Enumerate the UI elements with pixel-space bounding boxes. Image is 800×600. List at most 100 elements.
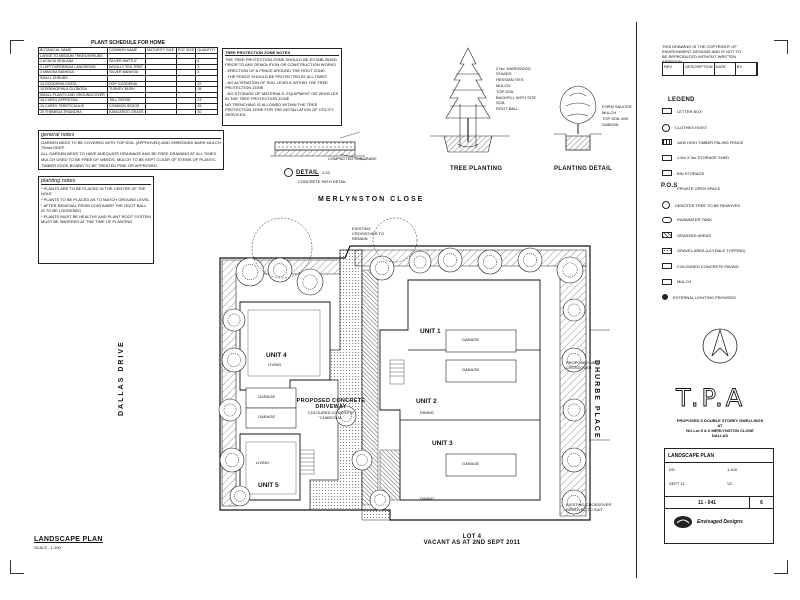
unit-5-footprint (239, 433, 301, 501)
legend-symbol-icon (662, 139, 672, 145)
revision-header-cell: REV (663, 63, 685, 75)
plant-schedule-cell (175, 80, 197, 88)
legend-symbol-icon (662, 170, 672, 176)
legend-label: DENOTES TREE TO BE REMOVED (675, 202, 741, 208)
dining-label-unit-3: DINING (420, 496, 434, 501)
plant-schedule-cell (175, 102, 197, 110)
sheet-scale: SCALE - 1:100 (34, 545, 61, 550)
road-dallas-drive: DALLAS DRIVE (118, 340, 125, 416)
sheet-title-block: LANDSCAPE PLAN SCALE - 1:100 (34, 536, 103, 550)
unit-2-label: UNIT 2 (416, 398, 437, 405)
legend-item: GRAVEL AREA (LILYDALE TOPPING) (662, 247, 745, 254)
general-notes-title: general notes (41, 132, 221, 139)
legend-label: MULCH (677, 279, 692, 284)
legend-item: GRASSED AREAS (662, 232, 711, 238)
revision-header-cell: BY (736, 63, 757, 75)
tree-canopy-icon (477, 249, 503, 275)
detail-marker-icon (284, 168, 293, 177)
plant-schedule-cell: SILVER BANKSIA (107, 69, 147, 76)
general-notes-lines: GARDEN BEDS TO BE COVERED WITH TOP SOIL … (41, 140, 221, 168)
tree-canopy-inner (340, 410, 352, 422)
unit-4-footprint (239, 301, 331, 391)
revision-header-cell: DESCRIPTION (684, 63, 715, 75)
plant-schedule-cell: HOP GOODENIA (107, 80, 147, 88)
tree-canopy-icon (351, 449, 373, 471)
driveway-title-line-1: PROPOSED CONCRETE (296, 398, 366, 404)
drawing-info-cell: VC (727, 481, 733, 486)
plant-schedule-header-cell: QUANTITY (195, 47, 218, 54)
legend-label: EXTERNAL LIGHTING PROVIDED (673, 294, 736, 300)
concrete-detail-subtitle: CONCRETE PATH DETAIL (298, 179, 347, 184)
plant-schedule-cell (107, 75, 147, 82)
garage-label-unit-5: GARAGE (258, 414, 276, 419)
tree-canopy-inner (227, 313, 241, 327)
plant-schedule-cell (195, 91, 218, 99)
tree-canopy-inner (227, 353, 241, 367)
site-plan (218, 217, 610, 521)
unit-4-interior (247, 309, 321, 377)
tree-protection-zone-2 (372, 217, 418, 263)
tree-protection-lines: THE TREE PROTECTION ZONE SHOULD BE ESTAB… (225, 57, 339, 117)
tree-canopy-inner (567, 353, 581, 367)
plant-schedule-cell (175, 97, 197, 104)
plant-schedule-cell (175, 91, 197, 99)
concrete-detail-scale: 1:20 (322, 170, 330, 175)
plant-schedule-cell (145, 86, 177, 93)
tree-canopy-icon (335, 405, 357, 427)
plant-schedule-cell: 22 (195, 80, 218, 88)
tree-protection-line: - ERECTION OF A FENCE AROUND THE ROOT ZO… (225, 68, 325, 73)
plant-schedule-title: PLANT SCHEDULE FOR HOME (91, 40, 165, 46)
legend-item: MULCH (662, 278, 692, 285)
general-note-line: GARDEN BEDS TO BE COVERED WITH TOP SOIL … (41, 140, 221, 150)
plant-schedule-row: SMALL SHRUBS (37, 75, 218, 82)
legend-symbol-icon (662, 154, 672, 161)
crop-mark-top-left (10, 40, 24, 54)
plant-schedule-cell: WOOLLY TEA-TREE (107, 63, 147, 71)
drawing-info-cell: DD (669, 467, 675, 472)
legend-item: COLOURED CONCRETE PAVING (662, 263, 739, 269)
plant-schedule-cell: 30 (195, 108, 218, 116)
drawing-title: LANDSCAPE PLAN (665, 449, 773, 463)
legend-symbol-icon (662, 294, 668, 300)
tree-canopy-icon (556, 256, 584, 284)
driveway-label: PROPOSED CONCRETE DRIVEWAY COLOURED CONC… (296, 398, 366, 420)
tree-canopy-icon (562, 398, 586, 422)
tree-canopy-inner (567, 495, 581, 509)
concrete-detail-title: DETAIL (296, 169, 320, 176)
plant-schedule-cell: COMMON SEDGE (107, 102, 147, 110)
project-line-3: NO.Lot 5 & 6 MERLYNSTON CLOSE (686, 428, 754, 433)
planting-note-line: * PLANTS ARE TO BE PLACED IN THE CENTRE … (41, 186, 146, 196)
drawing-info-cell: SEPT 11 (669, 481, 685, 486)
tree-canopy-icon (222, 308, 246, 332)
tree-canopy-inner (567, 453, 581, 467)
legend-item: DENOTES TREE TO BE REMOVED (662, 201, 740, 209)
unit-1-garage-a (445, 329, 517, 353)
tree-canopy-icon (267, 257, 293, 283)
tree-canopy-icon (296, 268, 324, 296)
plant-schedule-cell (145, 91, 177, 99)
plant-schedule-cell: KANGAROO GRASS (107, 108, 147, 116)
tree-canopy-icon (219, 447, 245, 473)
plant-schedule-row: SMALL PLANTS AND GROUNDCOVER (37, 91, 218, 99)
unit-5-label: UNIT 5 (258, 482, 279, 489)
legend-title: LEGEND (668, 97, 695, 103)
plant-schedule-header-cell: POT SIZE (175, 47, 197, 54)
legend-symbol-icon (662, 201, 670, 209)
tree-canopy-inner (483, 255, 497, 269)
crop-mark-bottom-left (10, 560, 24, 574)
sheet-number: 6 (749, 497, 773, 508)
planting-notes-title: planting notes (41, 178, 151, 185)
legend-label: 1800 HIGH TIMBER PALING FENCE (677, 139, 744, 145)
concrete-detail-caption: DETAIL 1:20 (284, 168, 330, 177)
planting-detail-title: PLANTING DETAIL (554, 166, 613, 172)
legend-symbol-icon (662, 216, 672, 223)
planting-detail-note: TOP SOIL MIX (602, 116, 629, 121)
plant-schedule-cell (175, 75, 197, 82)
project-description: PROPOSED 5 DOUBLE STOREY DWELLINGS AT NO… (664, 418, 776, 438)
